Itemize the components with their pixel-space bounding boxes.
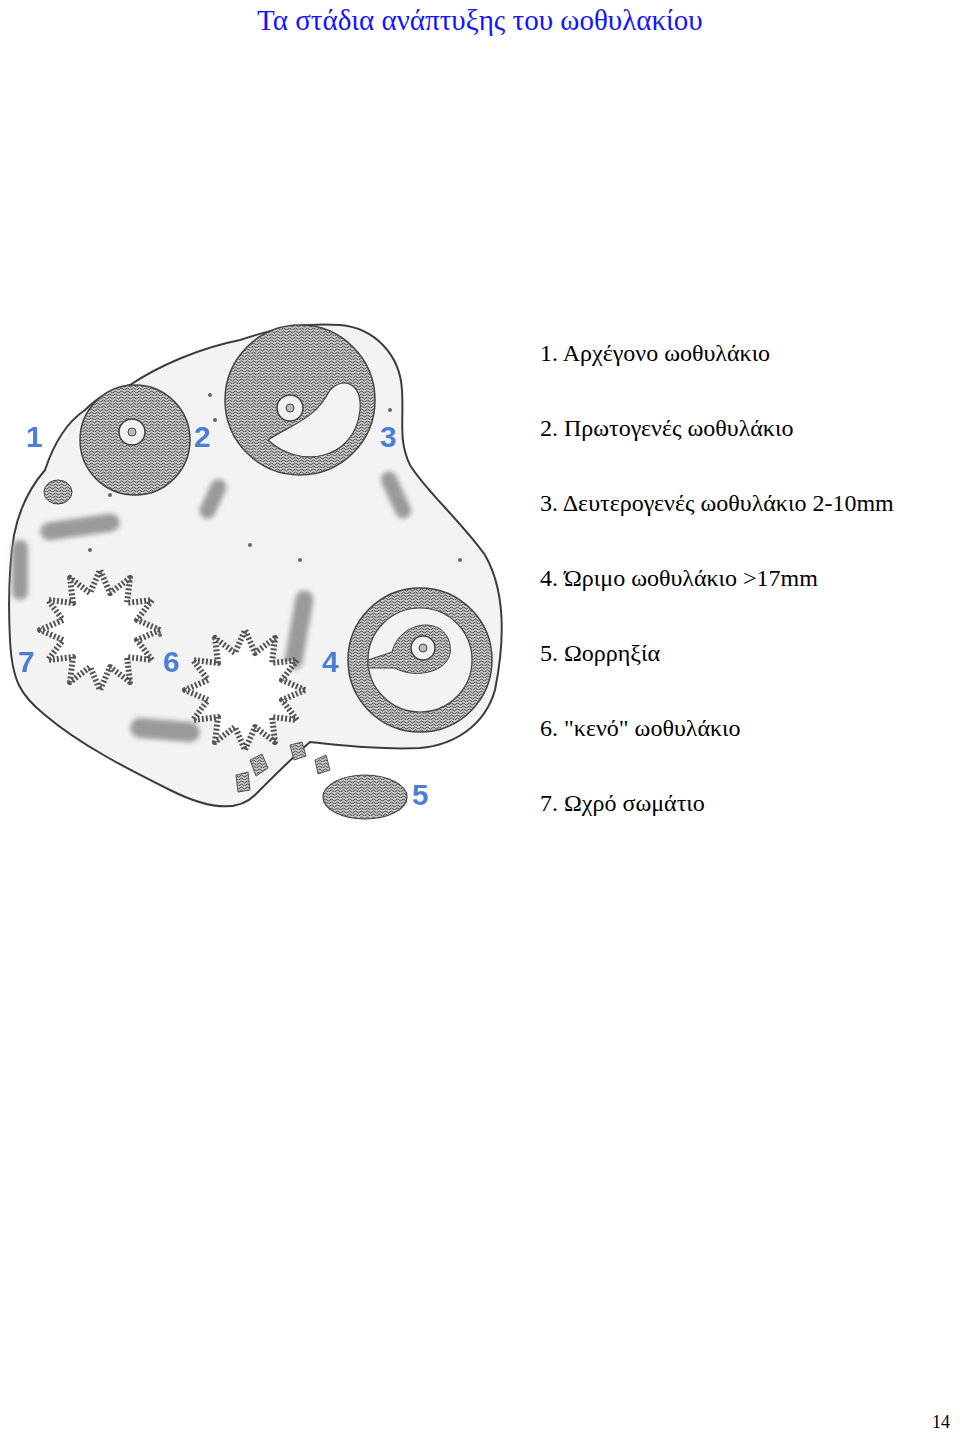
callout-number: 6 [163,645,180,680]
stage-item: 5. Ωορρηξία [540,640,660,668]
callout-number: 2 [194,420,211,455]
mature-follicle [348,588,492,732]
stage-item: 7. Ωχρό σωμάτιο [540,790,705,818]
primary-follicle [80,385,190,495]
ovary-outline [9,324,501,806]
callout-number: 7 [18,645,35,680]
stage-item: 2. Πρωτογενές ωοθυλάκιο [540,415,793,443]
empty-follicle [185,630,305,750]
stage-item: 6. "κενό" ωοθυλάκιο [540,715,741,743]
stage-item: 4. Ώριμο ωοθυλάκιο >17mm [540,565,818,593]
stage-item: 1. Αρχέγονο ωοθυλάκιο [540,340,770,368]
corpus-albicans [40,570,160,690]
callout-number: 4 [322,645,339,680]
page-title: Τα στάδια ανάπτυξης του ωοθυλακίου [257,4,703,37]
callout-number: 1 [26,420,43,455]
follicle-fragments [236,742,330,792]
page-number: 14 [932,1412,950,1433]
callout-number: 5 [412,778,429,813]
secondary-follicle [225,325,375,475]
ovulated-oocyte [323,775,407,819]
primordial-follicle [44,480,72,504]
callout-number: 3 [380,420,397,455]
stage-item: 3. Δευτερογενές ωοθυλάκιο 2-10mm [540,490,894,518]
